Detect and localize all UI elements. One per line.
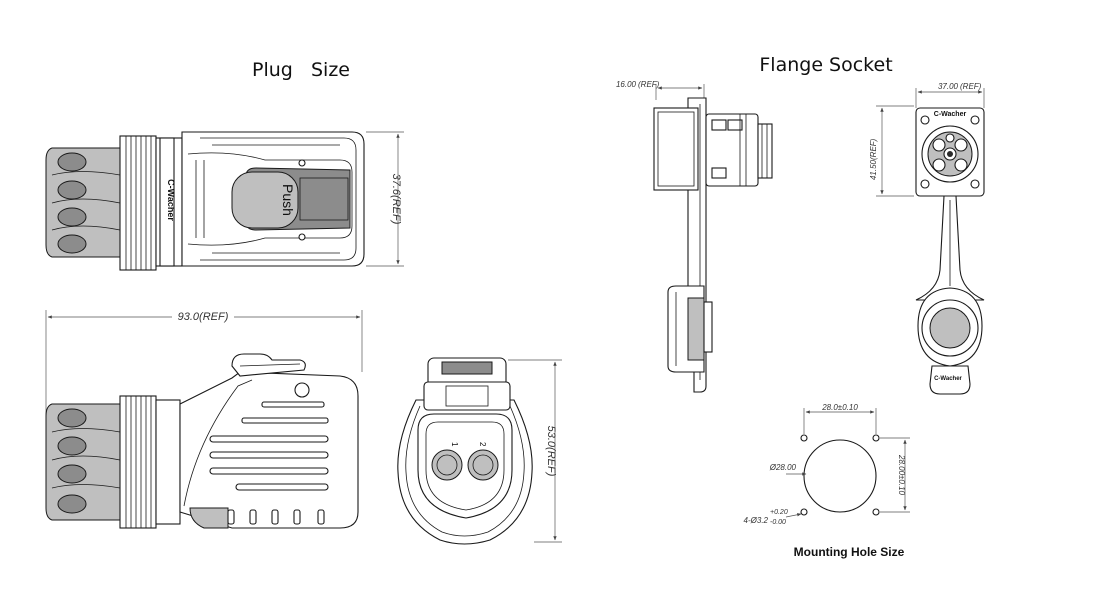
plug-height-dimension: 37.6(REF) [366, 131, 404, 267]
plug-front-height-dimension: 53.0(REF) [508, 359, 562, 543]
hole-spacing-x-value: 28.0±0.10 [821, 403, 858, 412]
pin-label-1: 1 [450, 442, 459, 447]
screw-hole-tolerance-plus: +0.20 [770, 509, 788, 516]
socket-depth-dimension: 16.00 (REF) [616, 80, 705, 100]
screw-hole-value: 4-Ø3.2 [744, 516, 769, 525]
socket-front-view: C-Wacher C-Wacher [915, 107, 985, 395]
pin-label-2: 2 [478, 442, 487, 447]
plug-size-title: Plug Size [252, 59, 350, 81]
plug-front-height-value: 53.0(REF) [545, 426, 557, 477]
socket-width-value: 37.00 [938, 82, 959, 91]
brand-logo-socket: C-Wacher [934, 111, 967, 118]
brand-logo-plug-top: C-Wacher [166, 179, 176, 221]
center-hole-diameter-value: Ø28.00 [769, 463, 797, 472]
socket-width-ref: (REF) [960, 82, 982, 91]
plug-front-view: 1 2 [397, 357, 533, 545]
flange-socket-title: Flange Socket [759, 54, 892, 76]
push-label: Push [280, 184, 296, 216]
socket-depth-ref: (REF) [638, 80, 660, 89]
socket-height-dimension: 41.50 (REF) [869, 105, 914, 197]
brand-logo-cap: C-Wacher [934, 376, 962, 382]
plug-side-view [45, 353, 359, 529]
screw-hole-tolerance-minus: -0.00 [770, 519, 786, 526]
mounting-hole-diagram: 28.0±0.10 28.00±0.10 Ø28.00 4-Ø3.2 +0.20… [744, 403, 910, 526]
plug-length-dimension: 93.0(REF) [45, 308, 363, 430]
socket-height-value: 41.50 [869, 159, 878, 180]
plug-height-value: 37.6(REF) [390, 174, 402, 225]
mounting-hole-size-label: Mounting Hole Size [794, 545, 905, 559]
socket-height-ref: (REF) [869, 138, 878, 160]
socket-side-view [653, 97, 773, 393]
socket-depth-value: 16.00 [616, 80, 637, 89]
plug-top-view: Push C-Wacher [45, 131, 365, 271]
socket-width-dimension: 37.00 (REF) [915, 82, 985, 108]
hole-spacing-y-value: 28.00±0.10 [897, 454, 906, 496]
plug-length-value: 93.0(REF) [178, 311, 229, 323]
